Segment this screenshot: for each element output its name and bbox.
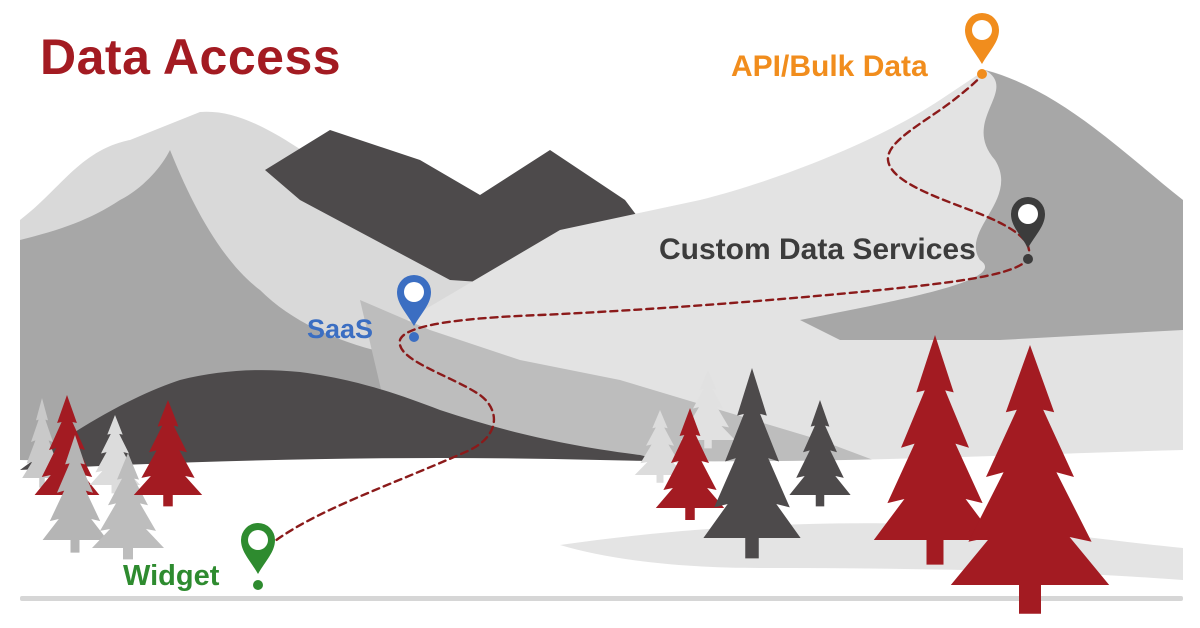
pin-custom-data-services[interactable] [1011,197,1045,264]
waypoint-label-custom-data-services[interactable]: Custom Data Services [659,233,976,266]
pin-saas[interactable] [397,275,431,342]
ground-line [20,596,1183,601]
mountain-right-shadow [800,70,1183,340]
page-title: Data Access [40,29,342,85]
waypoint-label-saas[interactable]: SaaS [307,314,374,344]
pin-api-bulk-data[interactable] [965,13,999,79]
mountain-right-peak [390,70,1183,470]
pin-widget[interactable] [241,523,275,590]
foreground-dark-hill [20,370,700,470]
waypoint-label-api-bulk-data[interactable]: API/Bulk Data [731,50,928,83]
dashed-trail [256,73,1031,557]
waypoint-label-widget[interactable]: Widget [123,560,220,592]
